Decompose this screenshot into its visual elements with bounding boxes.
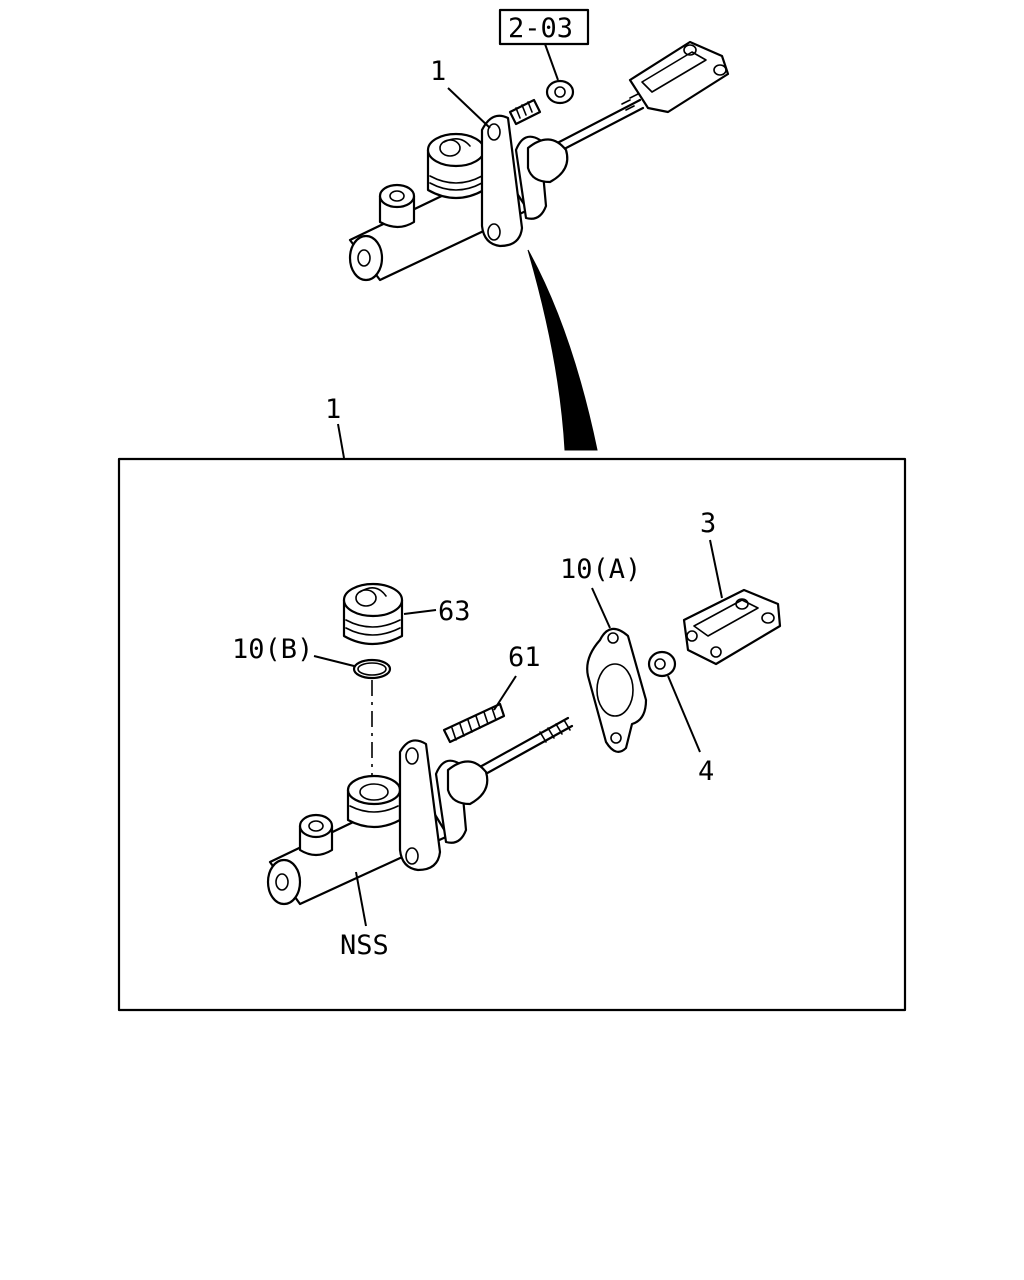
reservoir-part xyxy=(342,582,404,646)
callout-o-ring: 10(B) xyxy=(232,634,313,665)
clevis-part xyxy=(682,588,782,666)
top-nut xyxy=(545,79,575,105)
top-reservoir xyxy=(426,132,486,200)
o-ring-part xyxy=(352,658,392,680)
cylinder-body-part xyxy=(266,716,574,906)
detail-pointer xyxy=(527,249,598,451)
callout-stud: 61 xyxy=(508,642,541,673)
ref-box-label: 2-03 xyxy=(508,13,573,44)
top-flange xyxy=(480,114,548,248)
gasket-part xyxy=(586,627,648,753)
top-clevis xyxy=(628,40,730,114)
top-master-cylinder-assembly: 2-03 xyxy=(348,8,730,282)
callout-gasket: 10(A) xyxy=(560,554,641,585)
callout-body: NSS xyxy=(340,930,389,961)
callout-kit-assembly: 1 xyxy=(325,394,341,425)
callout-nut: 4 xyxy=(698,756,714,787)
ref-box xyxy=(498,8,590,46)
callout-clevis: 3 xyxy=(700,508,716,539)
kit-frame xyxy=(117,457,907,1012)
kit-parts: 3 10(A) 4 63 xyxy=(232,508,782,961)
stud-part xyxy=(442,702,506,744)
callout-top-assembly: 1 xyxy=(430,56,446,87)
callout-reservoir: 63 xyxy=(438,596,471,627)
nut-part xyxy=(647,650,677,678)
